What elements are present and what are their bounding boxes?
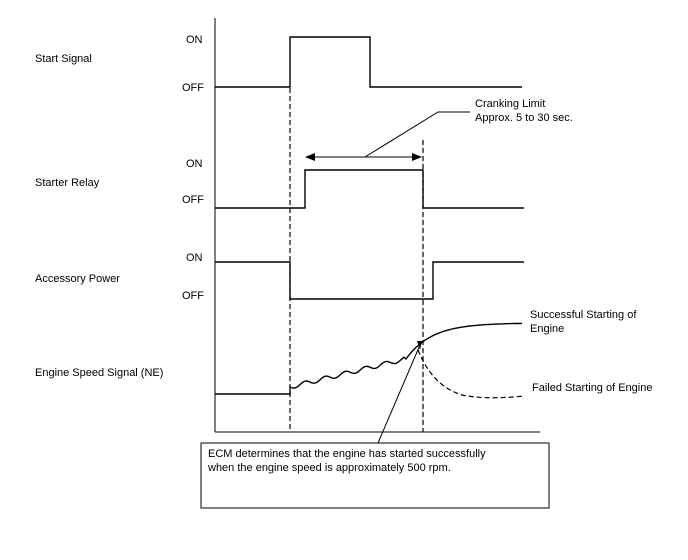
starter-relay-row: Starter Relay ON OFF bbox=[35, 158, 524, 209]
ecm-note: ECM determines that the engine has start… bbox=[200, 344, 550, 509]
cranking-limit-leader-line bbox=[364, 111, 470, 158]
success-label-line2: Engine bbox=[530, 323, 564, 335]
start-signal-row: Start Signal ON OFF bbox=[35, 34, 522, 94]
accessory-power-label: Accessory Power bbox=[35, 273, 120, 285]
starter-relay-on-label: ON bbox=[186, 158, 203, 170]
engine-speed-label: Engine Speed Signal (NE) bbox=[35, 367, 163, 379]
start-signal-off-label: OFF bbox=[182, 82, 204, 94]
start-signal-on-label: ON bbox=[186, 34, 203, 46]
ecm-note-line1: ECM determines that the engine has start… bbox=[208, 448, 486, 460]
engine-speed-row: Engine Speed Signal (NE) Successful Star… bbox=[35, 309, 652, 399]
starter-relay-waveform bbox=[215, 169, 524, 209]
cranking-limit-duration: Approx. 5 to 30 sec. bbox=[475, 112, 573, 124]
start-signal-label: Start Signal bbox=[35, 53, 92, 65]
starter-relay-label: Starter Relay bbox=[35, 177, 100, 189]
accessory-power-on-label: ON bbox=[186, 252, 203, 264]
accessory-power-waveform bbox=[215, 261, 524, 300]
success-label-line1: Successful Starting of bbox=[530, 309, 637, 321]
ecm-note-pointer bbox=[377, 344, 421, 444]
failed-label: Failed Starting of Engine bbox=[532, 382, 652, 394]
cranking-limit-title: Cranking Limit bbox=[475, 98, 545, 110]
starter-relay-off-label: OFF bbox=[182, 194, 204, 206]
engine-speed-failed-curve bbox=[417, 349, 525, 399]
start-signal-waveform bbox=[215, 36, 522, 88]
engine-speed-curve bbox=[215, 322, 522, 395]
ecm-note-box bbox=[200, 442, 550, 509]
ecm-note-line2: when the engine speed is approximately 5… bbox=[207, 462, 451, 474]
accessory-power-off-label: OFF bbox=[182, 290, 204, 302]
cranking-limit-annotation: Cranking Limit Approx. 5 to 30 sec. bbox=[305, 98, 573, 161]
accessory-power-row: Accessory Power ON OFF bbox=[35, 252, 524, 302]
